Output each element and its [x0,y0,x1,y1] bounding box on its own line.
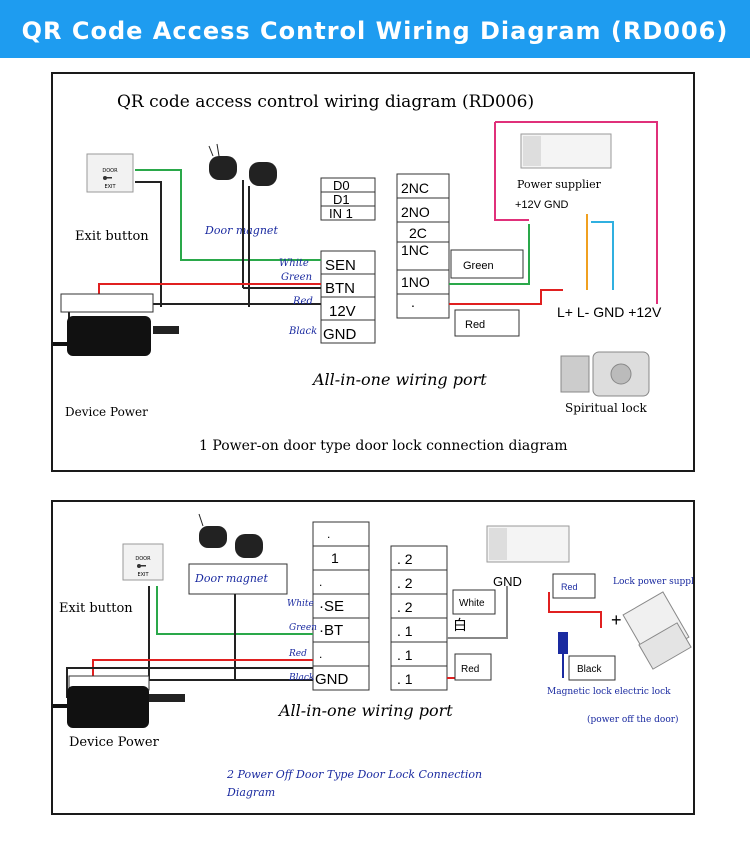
green-label-box [450,249,524,279]
terminal-2c: 2C [409,225,427,241]
white-label-box [452,589,496,615]
power-supplier-output: +12V GND [515,199,569,211]
door-magnet-icon [198,513,263,558]
terminal-r5: . 1 [397,647,413,663]
header-banner: QR Code Access Control Wiring Diagram (R… [0,0,750,58]
terminal-sen: SEN [325,257,356,274]
lock-label: Spiritual lock [565,401,647,415]
lock-black-text: Black [577,664,602,675]
wire-label-white: White [279,258,309,269]
device-power-label: Device Power [69,735,160,750]
electric-lock-icon [560,351,650,397]
terminal-l2: 1 [331,550,339,566]
diagram-1-title: QR code access control wiring diagram (R… [117,92,534,112]
door-magnet-label: Door magnet [204,224,278,237]
exit-button-icon: DOOR EXIT [86,153,134,193]
wire-label-green: Green [281,272,312,283]
device-power-icon [53,675,185,728]
device-power-label: Device Power [65,405,148,419]
magnetic-lock-label: Magnetic lock electric lock [547,687,671,697]
power-supplier-icon [520,133,612,169]
terminal-gnd: GND [315,671,349,688]
terminal-sen: ·SE [319,598,344,615]
diagram-1-svg: QR code access control wiring diagram (R… [53,92,662,454]
magnetic-lock-icon [622,591,692,670]
terminal-in1: IN 1 [329,206,353,221]
white-box-text: White [459,598,485,609]
lock-supply-label: Lock power supply [613,577,693,587]
white-box-char: 白 [453,618,467,634]
terminal-l1: . [327,527,330,541]
terminal-btn: BTN [325,280,355,297]
green-box-text: Green [463,260,494,272]
wire-label-red: Red [292,296,313,307]
terminal-gnd: GND [323,326,357,343]
device-power-icon [53,293,179,356]
terminal-d1: D1 [333,192,350,207]
terminal-block-left: . 1 . ·SE ·BT . GND [312,521,370,691]
terminal-12v: 12V [329,303,356,320]
wire-label-green: Green [289,623,317,633]
red-box-text: Red [461,664,479,675]
power-supplier-icon [486,525,570,563]
door-magnet-label-box [188,563,288,595]
terminal-1no: 1NO [401,274,430,290]
svg-text:EXIT: EXIT [104,184,116,190]
diagram-2-caption-1: 2 Power Off Door Type Door Lock Connecti… [226,768,482,781]
terminal-2nc: 2NC [401,180,429,196]
terminal-r4: . 1 [397,623,413,639]
terminal-r3: . 2 [397,599,413,615]
terminal-d0: D0 [333,178,350,193]
plus-label: + [611,610,622,630]
relay-terminal-block: . 2 . 2 . 2 . 1 . 1 . 1 [390,545,448,691]
terminal-block-bottom: SEN BTN 12V GND [320,250,376,344]
wiring-port-label: All-in-one wiring port [311,370,487,389]
power-terminals-label: L+ L- GND +12V [557,304,662,320]
door-magnet-label: Door magnet [194,572,268,585]
terminal-block-top: D0 D1 IN 1 [320,177,376,221]
svg-text:DOOR: DOOR [102,168,118,174]
wire-label-black: Black [288,326,317,337]
red-box-text: Red [465,319,485,331]
wiring-port-label: All-in-one wiring port [277,701,453,720]
terminal-1nc: 1NC [401,242,429,258]
power-off-label: (power off the door) [587,714,679,725]
terminal-dot: . [411,294,415,310]
power-supplier-label: Power supplier [517,178,602,191]
page-title: QR Code Access Control Wiring Diagram (R… [21,17,729,45]
wire-label-black: Black [288,673,314,683]
wire-label-white: White [287,599,314,609]
gnd-label: GND [493,574,522,589]
door-magnet-icon [208,143,277,186]
terminal-l3: . [319,575,322,589]
diagram-2-caption-2: Diagram [226,786,275,799]
diagram-2-svg: DOOR EXIT Exit button Door magnet . 1 . … [53,513,693,799]
red-label-box [454,309,520,337]
diagram-1-caption: 1 Power-on door type door lock connectio… [199,438,568,454]
wire-labels-1: White Green Red Black [279,258,317,337]
exit-button-label: Exit button [59,601,133,616]
terminal-r6: . 1 [397,671,413,687]
wire-label-red: Red [288,649,307,659]
red-label-box [454,653,492,681]
exit-button-icon: DOOR EXIT [122,543,164,581]
diagram-1-panel: QR code access control wiring diagram (R… [51,72,695,472]
relay-terminal-block: 2NC 2NO 2C 1NC 1NO . [396,173,450,319]
terminal-r1: . 2 [397,551,413,567]
svg-text:EXIT: EXIT [137,572,149,578]
diagram-2-panel: DOOR EXIT Exit button Door magnet . 1 . … [51,500,695,815]
lock-red-text: Red [561,582,578,592]
terminal-r2: . 2 [397,575,413,591]
wire-labels-2: White Green Red Black [287,599,317,683]
exit-button-label: Exit button [75,229,149,244]
terminal-l6: . [319,647,322,661]
connector-icon [558,632,568,654]
svg-text:DOOR: DOOR [135,556,151,562]
lock-black-box [568,655,616,681]
terminal-2no: 2NO [401,204,430,220]
terminal-btn: ·BT [319,622,343,639]
lock-red-box [552,573,596,599]
